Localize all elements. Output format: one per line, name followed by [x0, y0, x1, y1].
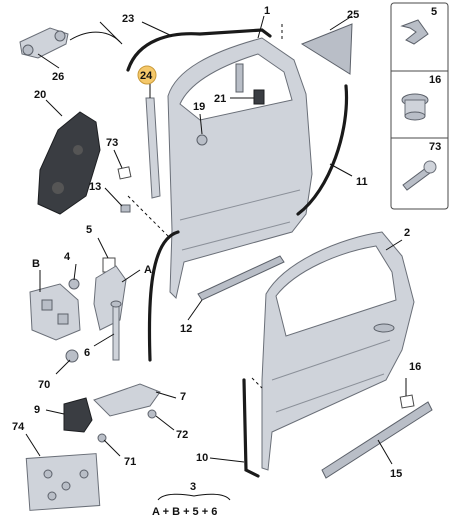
callout-20: 20 [34, 89, 46, 101]
door-rear-part-2 [261, 231, 415, 471]
leader-lines [25, 15, 407, 465]
part-73-tag [117, 166, 132, 180]
callout-74: 74 [12, 421, 25, 433]
callout-1: 1 [264, 5, 270, 17]
part-10-seal [242, 378, 260, 478]
callout-16: 16 [409, 361, 421, 373]
part-21-clip-2 [235, 63, 244, 93]
callout-12: 12 [180, 323, 192, 335]
part-25-quarter-glass [300, 23, 353, 75]
callout-24: 24 [140, 70, 153, 82]
callout-21: 21 [214, 93, 226, 105]
part-24-trim [145, 97, 161, 199]
callout-5: 5 [86, 224, 92, 236]
legend-label-16: 16 [429, 74, 441, 86]
callout-70: 70 [38, 379, 50, 391]
part-23-channel-seal [126, 28, 272, 72]
callout-labels: 23 1 25 26 24 20 19 21 73 13 11 5 2 4 B … [12, 5, 421, 493]
part-26-bracket [19, 27, 69, 59]
callout-9: 9 [34, 404, 40, 416]
formula-brace [157, 493, 231, 501]
part-21-clip [253, 89, 265, 105]
callout-4: 4 [64, 251, 71, 263]
clip-icon [400, 19, 429, 45]
callout-19: 19 [193, 101, 205, 113]
callout-26: 26 [52, 71, 64, 83]
hinge-assembly [29, 257, 127, 363]
callout-7: 7 [180, 391, 186, 403]
callout-24-highlight [137, 65, 157, 85]
callout-3: 3 [190, 481, 196, 493]
grommet-icon [401, 93, 429, 121]
callout-6: 6 [84, 347, 90, 359]
callout-73: 73 [106, 137, 118, 149]
lower-hinge-assembly [25, 383, 161, 511]
callout-23: 23 [122, 13, 134, 25]
part-13-pad [120, 204, 131, 213]
legend-panel: 5 16 73 [390, 2, 449, 210]
part-12-lower-seal [197, 255, 285, 301]
part-15-strip [321, 401, 433, 479]
part-20-inner-panel [37, 111, 101, 215]
callout-2: 2 [404, 227, 410, 239]
callout-B: B [32, 258, 40, 270]
callout-A: A [144, 264, 152, 276]
part-11-seal [296, 84, 349, 216]
callout-71: 71 [124, 456, 136, 468]
callout-10: 10 [196, 452, 208, 464]
legend-label-5: 5 [431, 6, 437, 18]
kit-formula: A + B + 5 + 6 [152, 506, 217, 518]
part-16-tag [399, 394, 415, 409]
legend-label-73: 73 [429, 141, 441, 153]
callout-13: 13 [89, 181, 101, 193]
callout-15: 15 [390, 468, 402, 480]
callout-25: 25 [347, 9, 359, 21]
rivet-icon [402, 160, 437, 191]
part-23-cable [69, 31, 123, 45]
callout-11: 11 [356, 176, 368, 188]
callout-72: 72 [176, 429, 188, 441]
door-cable [147, 230, 180, 362]
part-19-fastener [196, 134, 208, 146]
